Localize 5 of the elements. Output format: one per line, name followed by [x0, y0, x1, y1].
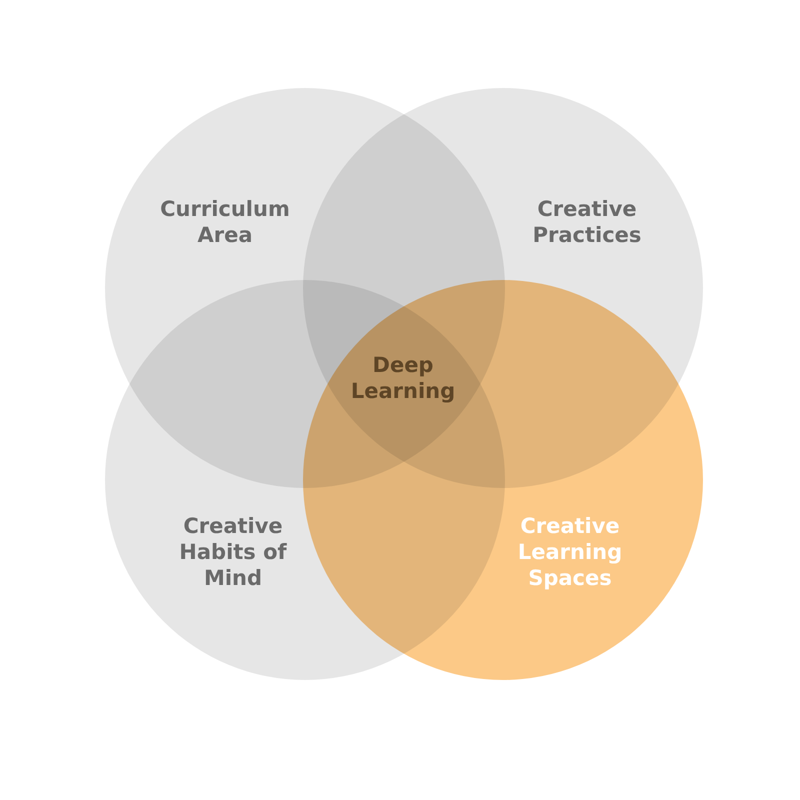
circle-label: Creative Practices	[532, 196, 642, 248]
circle-label: Creative Learning Spaces	[516, 513, 624, 591]
circle-label: Creative Habits of Mind	[178, 513, 288, 591]
center-label: Deep Learning	[350, 352, 456, 404]
circle-label: Curriculum Area	[159, 196, 291, 248]
